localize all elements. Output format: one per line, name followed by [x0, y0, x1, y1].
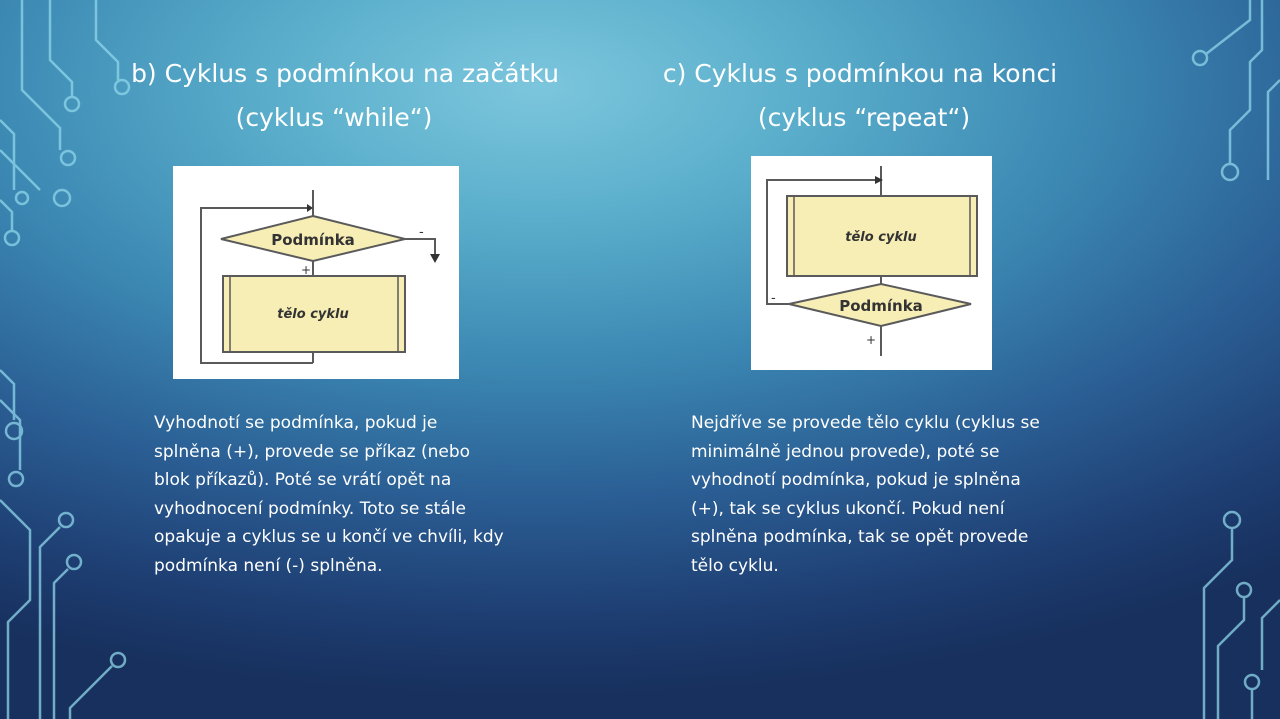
body-box: [786, 195, 978, 277]
left-title: b) Cyklus s podmínkou na začátku (cyklus…: [120, 52, 570, 140]
plus-label: +: [301, 263, 311, 277]
left-title-line-1: b) Cyklus s podmínkou na začátku: [131, 59, 559, 88]
condition-diamond: [220, 214, 406, 263]
plus-label: +: [866, 333, 876, 347]
repeat-loop-flowchart-svg: tělo cyklu Podmínka + -: [766, 166, 978, 356]
body-label: tělo cyklu: [277, 307, 348, 322]
condition-diamond: [788, 282, 972, 328]
condition-label: Podmínka: [839, 297, 923, 315]
left-desc-line-1: Vyhodnotí se podmínka, pokud je: [154, 413, 438, 433]
arrow-icon: [307, 204, 313, 212]
left-desc-line-5: opakuje a cyklus se u končí ve chvíli, k…: [154, 527, 504, 548]
right-title-line-2: (cyklus “repeat“): [757, 103, 971, 132]
right-desc-line-6: tělo cyklu.: [691, 555, 779, 576]
left-description: Vyhodnotí se podmínka, pokud je splněna …: [154, 409, 574, 581]
minus-label: -: [419, 225, 424, 240]
right-title-line-1: c) Cyklus s podmínkou na konci: [662, 59, 1058, 88]
right-description: Nejdříve se provede tělo cyklu (cyklus s…: [691, 409, 1111, 581]
condition-label: Podmínka: [271, 231, 355, 249]
arrow-icon: [875, 176, 883, 184]
body-label: tělo cyklu: [845, 230, 916, 245]
repeat-loop-flowchart: tělo cyklu Podmínka + -: [751, 156, 992, 370]
left-desc-line-2: splněna (+), provede se příkaz (nebo: [154, 441, 471, 462]
left-desc-line-3: blok příkazů). Poté se vrátí opět na: [154, 470, 452, 491]
while-loop-flowchart: Podmínka tělo cyklu + -: [173, 166, 459, 379]
right-desc-line-2: minimálně jednou provede), poté se: [691, 441, 1000, 462]
left-desc-line-6: podmínka není (-) splněna.: [154, 555, 383, 576]
right-desc-line-4: (+), tak se cyklus ukončí. Pokud není: [691, 498, 1005, 519]
right-title: c) Cyklus s podmínkou na konci (cyklus “…: [640, 52, 1080, 140]
while-loop-flowchart-svg: Podmínka tělo cyklu + -: [200, 190, 440, 364]
right-desc-line-1: Nejdříve se provede tělo cyklu (cyklus s…: [691, 413, 1040, 433]
arrow-down-icon: [430, 254, 440, 263]
left-desc-line-4: vyhodnocení podmínky. Toto se stále: [154, 498, 466, 519]
minus-label: -: [771, 291, 776, 306]
left-title-line-2: (cyklus “while“): [235, 103, 433, 132]
body-box: [222, 275, 406, 353]
right-desc-line-3: vyhodnotí podmínka, pokud je splněna: [691, 470, 1021, 491]
right-desc-line-5: splněna podmínka, tak se opět provede: [691, 527, 1029, 548]
